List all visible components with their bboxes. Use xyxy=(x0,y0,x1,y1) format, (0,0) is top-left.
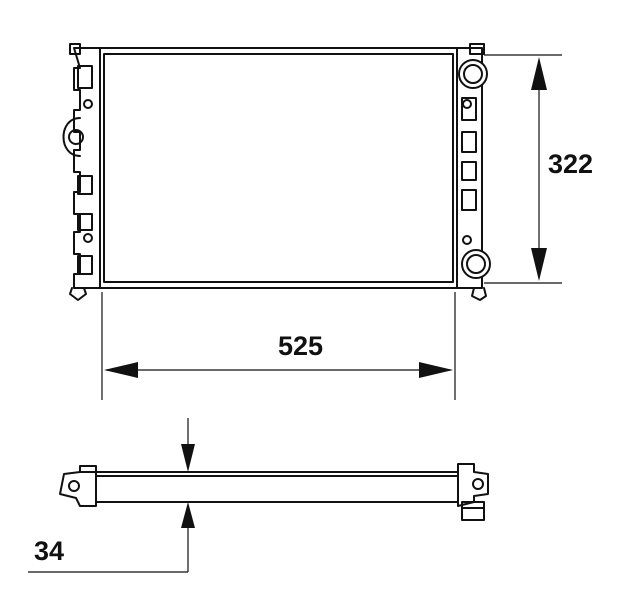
top-view-left-end xyxy=(59,465,97,507)
height-dimension: 322 xyxy=(484,54,593,284)
width-dimension: 525 xyxy=(101,292,456,400)
right-bottom-peg xyxy=(471,287,487,301)
width-dimension-label: 525 xyxy=(278,331,323,361)
top-view-right-end xyxy=(457,463,489,521)
left-mounting-bracket xyxy=(62,117,81,157)
height-dimension-label: 322 xyxy=(548,149,593,179)
radiator-core-inner xyxy=(103,53,454,283)
radiator-top-view: 34 xyxy=(28,418,489,573)
right-tank xyxy=(456,43,491,301)
depth-dimension-label: 34 xyxy=(34,536,64,566)
radiator-core xyxy=(99,47,458,289)
radiator-front-view: 322 525 xyxy=(62,43,593,400)
top-view-outlet-pipe xyxy=(461,501,485,521)
left-tank xyxy=(62,43,101,301)
left-drain-plug xyxy=(69,287,87,301)
depth-dimension: 34 xyxy=(28,418,195,573)
